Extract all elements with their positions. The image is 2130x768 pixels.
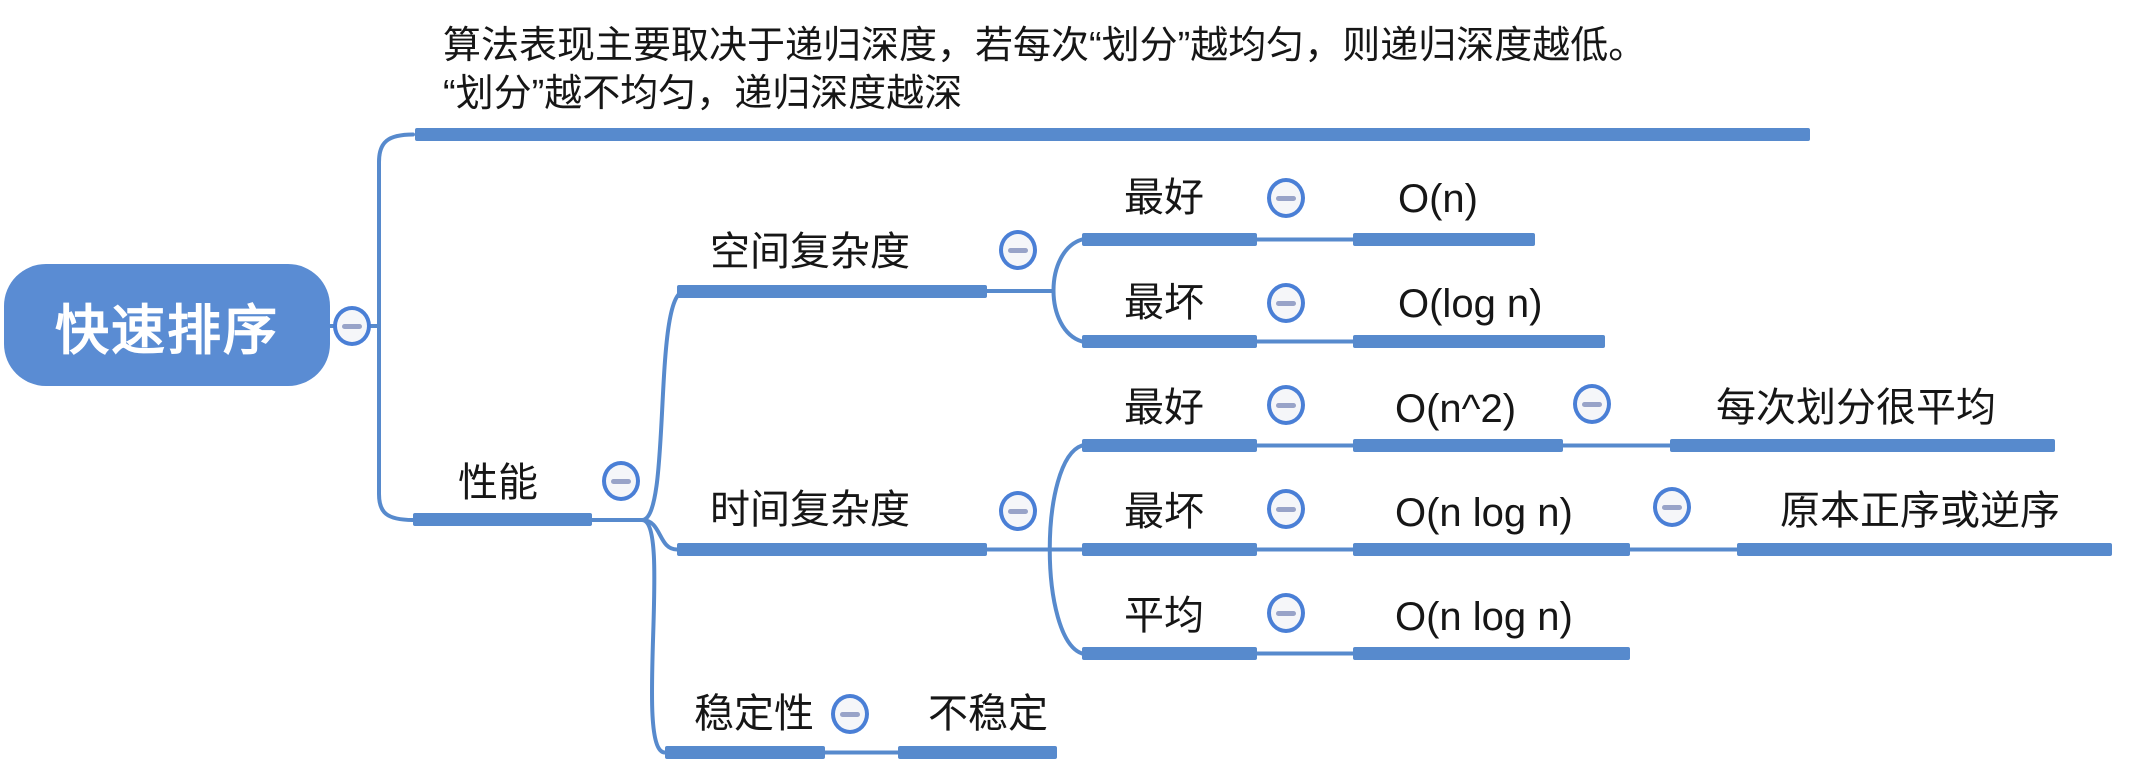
topic-time-complexity-underline [677,543,987,556]
topic-time-best-note[interactable]: 每次划分很平均 [1716,386,1996,430]
topic-space-worst-underline [1082,335,1257,348]
collapse-icon-time-worst-value[interactable] [1653,487,1691,527]
topic-time-avg[interactable]: 平均 [1124,594,1204,638]
topic-space-worst-value[interactable]: O(log n) [1398,282,1543,326]
connector-time-children-arc [1047,443,1084,656]
minus-icon [611,478,631,484]
minus-icon [1276,610,1296,616]
topic-space-best-underline [1082,233,1257,246]
note-topic-underline [415,128,1810,141]
minus-icon [1582,401,1602,407]
minus-icon [1662,504,1682,510]
topic-stability-value[interactable]: 不稳定 [928,692,1048,736]
topic-time-best-value[interactable]: O(n^2) [1395,387,1517,431]
topic-time-complexity[interactable]: 时间复杂度 [710,488,910,532]
minus-icon [1276,300,1296,306]
minus-icon [840,711,860,717]
collapse-icon-time-best-value[interactable] [1573,384,1611,424]
note-topic-line2[interactable]: “划分”越不均匀，递归深度越深 [443,73,963,115]
collapse-icon-space[interactable] [999,230,1037,270]
topic-time-avg-underline [1082,647,1257,660]
topic-time-worst-underline [1082,543,1257,556]
minus-icon [1008,247,1028,253]
topic-time-best-underline [1082,439,1257,452]
minus-icon [1276,402,1296,408]
root-topic-label: 快速排序 [55,300,279,361]
topic-time-worst-note-underline [1737,543,2112,556]
topic-space-best[interactable]: 最好 [1124,176,1204,220]
minus-icon [1008,508,1028,514]
collapse-icon-time-avg[interactable] [1267,593,1305,633]
topic-time-worst-value[interactable]: O(n log n) [1395,491,1573,535]
topic-space-worst[interactable]: 最坏 [1124,281,1204,325]
topic-time-avg-value-underline [1353,647,1630,660]
note-topic-line1[interactable]: 算法表现主要取决于递归深度，若每次“划分”越均匀，则递归深度越低。 [443,25,1647,67]
topic-space-best-value-underline [1353,233,1535,246]
topic-space-worst-value-underline [1353,335,1605,348]
topic-stability-underline [665,746,825,759]
connector-trunk [377,132,415,522]
topic-performance-underline [413,513,592,526]
topic-time-worst-value-underline [1353,543,1630,556]
connector-performance-space [640,289,687,522]
topic-stability-value-underline [898,746,1057,759]
topic-stability[interactable]: 稳定性 [694,692,814,736]
collapse-icon-time-best[interactable] [1267,385,1305,425]
collapse-icon-time-worst[interactable] [1267,489,1305,529]
topic-time-worst[interactable]: 最坏 [1124,490,1204,534]
topic-performance[interactable]: 性能 [458,461,538,505]
connector-space-children-arc [1051,237,1084,344]
minus-icon [1276,506,1296,512]
connector-performance-stability [640,518,667,755]
collapse-icon-performance[interactable] [602,461,640,501]
topic-space-best-value[interactable]: O(n) [1398,177,1478,221]
topic-time-avg-value[interactable]: O(n log n) [1395,595,1573,639]
collapse-icon-stability[interactable] [831,694,869,734]
topic-space-complexity-underline [677,285,987,298]
topic-time-worst-note[interactable]: 原本正序或逆序 [1780,489,2060,533]
minus-icon [342,323,362,329]
collapse-icon-root[interactable] [333,306,371,346]
topic-space-complexity[interactable]: 空间复杂度 [710,230,910,274]
topic-time-best-value-underline [1353,439,1563,452]
topic-time-best-note-underline [1670,439,2055,452]
topic-time-best[interactable]: 最好 [1124,386,1204,430]
collapse-icon-space-best[interactable] [1267,178,1305,218]
minus-icon [1276,195,1296,201]
collapse-icon-space-worst[interactable] [1267,283,1305,323]
root-topic[interactable]: 快速排序 [4,264,330,386]
collapse-icon-time[interactable] [999,491,1037,531]
